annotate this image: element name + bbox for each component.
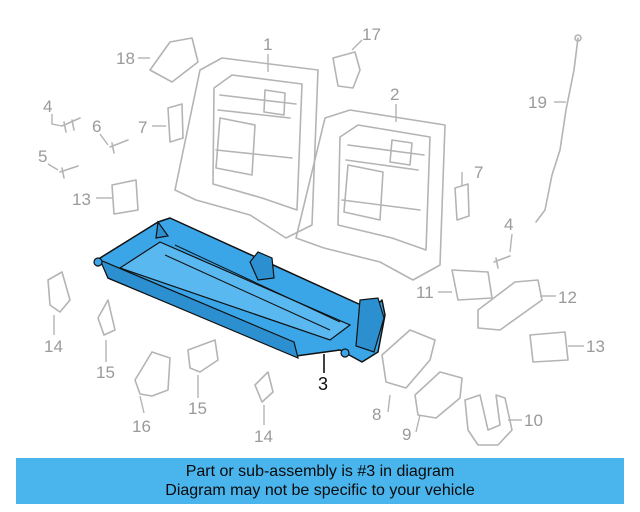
part-12-trim <box>477 279 543 331</box>
part-14-cover-right <box>254 371 274 403</box>
part-5-bolt <box>59 165 79 179</box>
part-7-cover-right <box>454 183 470 221</box>
banner-line-1: Part or sub-assembly is #3 in diagram <box>185 463 455 480</box>
callout-7-left: 7 <box>138 118 147 137</box>
callout-15-left: 15 <box>96 363 115 382</box>
callout-14-left: 14 <box>44 337 63 356</box>
part-11-bracket <box>451 269 493 301</box>
leader-lines <box>47 39 584 433</box>
part-9-bracket <box>414 371 463 419</box>
banner-line-2: Diagram may not be specific to your vehi… <box>165 482 475 499</box>
callout-8: 8 <box>372 405 381 424</box>
info-banner: Part or sub-assembly is #3 in diagram Di… <box>16 458 624 504</box>
callout-11: 11 <box>416 283 434 302</box>
callout-18: 18 <box>116 49 135 68</box>
callout-13-left: 13 <box>72 190 91 209</box>
part-13-cover-left <box>111 179 139 215</box>
callout-6: 6 <box>92 117 101 136</box>
seat-cushion-frame-part-3[interactable] <box>93 217 386 363</box>
callout-7-right: 7 <box>474 163 483 182</box>
callout-4-left: 4 <box>43 97 52 116</box>
callout-19: 19 <box>528 93 547 112</box>
parts-diagram: 1 2 3 4 4 5 6 7 7 8 9 10 11 12 13 13 14 … <box>38 25 605 446</box>
part-8-bracket <box>381 329 436 389</box>
callout-labels: 1 2 3 4 4 5 6 7 7 8 9 10 11 12 13 13 14 … <box>38 25 605 446</box>
callout-14-right: 14 <box>254 427 273 446</box>
callout-9: 9 <box>402 425 411 444</box>
callout-12: 12 <box>558 288 577 307</box>
part-18-hinge <box>149 37 199 83</box>
part-14-cover-left <box>47 271 71 313</box>
callout-3[interactable]: 3 <box>318 374 328 394</box>
part-19-cable-end <box>574 34 582 42</box>
callout-4-right: 4 <box>504 215 513 234</box>
callout-1: 1 <box>263 35 272 54</box>
callout-13-right: 13 <box>586 337 605 356</box>
part-10-clip <box>464 394 513 446</box>
callout-2: 2 <box>390 85 399 104</box>
part-4-bolt-left <box>61 117 81 133</box>
part-16-clip <box>134 351 171 397</box>
seat-back-frame-right <box>295 109 446 281</box>
part-13-cover-right <box>529 331 569 363</box>
part-15-clip-left <box>97 299 116 336</box>
callout-10: 10 <box>524 411 543 430</box>
part-4-bolt-right <box>493 255 511 269</box>
part-17-bracket <box>332 51 361 89</box>
callout-15-right: 15 <box>188 399 207 418</box>
seat-back-frame-left <box>174 57 319 239</box>
callout-17: 17 <box>362 25 381 44</box>
callout-5: 5 <box>38 147 47 166</box>
callout-16: 16 <box>132 417 151 436</box>
part-15-clip-right <box>187 339 219 373</box>
part-6-bolt <box>109 139 129 154</box>
part-7-cover-left <box>167 103 184 143</box>
part-19-cable <box>535 37 579 223</box>
